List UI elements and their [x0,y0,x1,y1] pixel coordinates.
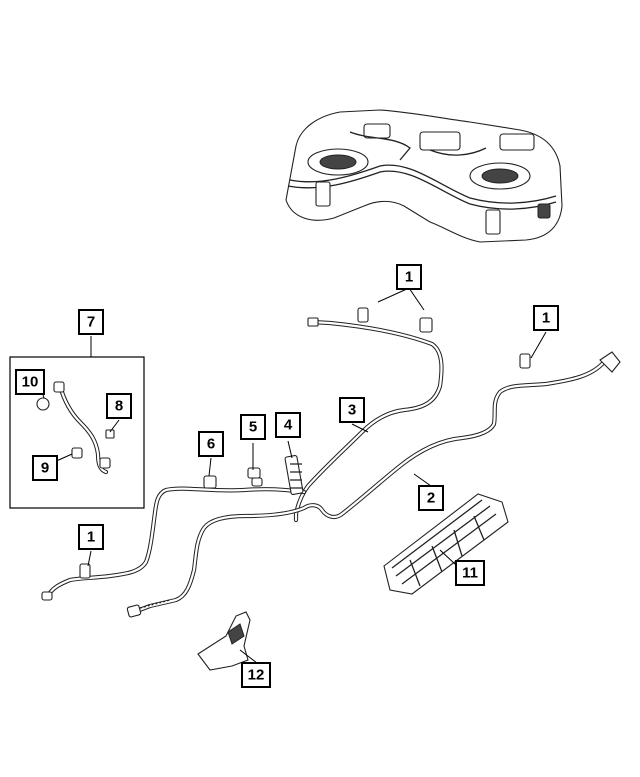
fuel-tank-illustration [285,109,563,243]
callout-7: 7 [78,309,104,335]
callout-11-label: 11 [462,565,478,582]
callout-1c-label: 1 [87,529,95,546]
fuel-tube-left [41,486,307,601]
clip-part-6 [203,475,217,489]
callout-9-label: 9 [41,460,49,477]
callout-5-label: 5 [249,419,257,436]
callout-10: 10 [15,369,45,395]
clip-part-8 [105,429,115,439]
clip-part-5 [247,467,263,487]
callout-12-label: 12 [248,667,265,684]
callout-12: 12 [241,662,271,688]
callout-1b-label: 1 [542,310,550,327]
clip-part-4 [284,455,304,495]
callout-1a: 1 [396,264,422,290]
fuel-tube-3 [293,317,444,523]
callout-1a-label: 1 [405,269,413,286]
callout-3: 3 [339,397,365,423]
callout-4: 4 [275,412,301,438]
callout-2-label: 2 [427,490,435,507]
detail-frame [9,356,145,509]
callout-8-label: 8 [115,398,123,415]
detail-tube-assembly [53,381,111,475]
callout-10-label: 10 [22,374,39,391]
callout-9: 9 [32,455,58,481]
fuel-tube-2 [126,351,621,618]
callout-8: 8 [106,393,132,419]
clip-part-1c [79,563,91,579]
callout-1c: 1 [78,524,104,550]
clip-part-1b [519,353,531,369]
callout-1b: 1 [533,305,559,331]
heat-shield-part-11 [383,493,509,595]
callout-7-label: 7 [87,314,95,331]
callout-3-label: 3 [348,402,356,419]
connector-part-9 [71,447,83,459]
callout-11: 11 [455,560,485,586]
bracket-part-12 [197,611,251,671]
callout-5: 5 [240,414,266,440]
callout-4-label: 4 [284,417,293,434]
callout-6-label: 6 [207,436,215,453]
clip-part-1a [357,307,433,333]
callout-6: 6 [198,431,224,457]
clamp-part-10 [36,397,50,411]
callout-2: 2 [418,485,444,511]
